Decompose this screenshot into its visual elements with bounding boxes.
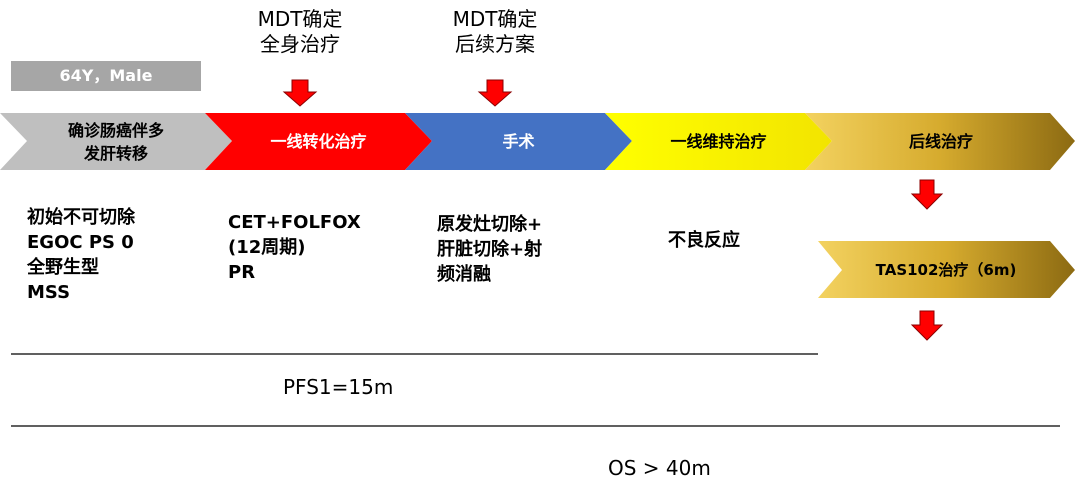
detail-first-line-conversion: CET+FOLFOX (12周期) PR	[228, 212, 361, 283]
step-chevron-later-line	[805, 113, 1075, 170]
os-label: OS > 40m	[608, 456, 711, 480]
step-label-diagnosis: 确诊肠癌伴多 发肝转移	[67, 121, 164, 163]
red-down-arrow-mdt2	[477, 79, 513, 107]
detail-diagnosis: 初始不可切除 EGOC PS 0 全野生型 MSS	[27, 207, 135, 303]
patient-badge: 64Y，Male	[11, 61, 201, 91]
step-chevron-diagnosis	[0, 113, 232, 170]
step-label-later-line: 后线治疗	[908, 132, 973, 151]
step-label-first-line-conversion: 一线转化治疗	[270, 132, 367, 151]
step-chevron-first-line-conversion	[205, 113, 432, 170]
detail-surgery: 原发灶切除+ 肝脏切除+射 频消融	[437, 214, 543, 285]
step-chevron-first-line-maintenance	[605, 113, 832, 170]
later-line-treatment-label: TAS102治疗（6m)	[875, 261, 1017, 279]
step-label-first-line-maintenance: 一线维持治疗	[670, 132, 767, 151]
red-down-arrow-later-2	[910, 310, 944, 341]
detail-maintenance: 不良反应	[668, 230, 740, 251]
red-down-arrow-later-1	[910, 179, 944, 210]
later-line-treatment-box	[818, 241, 1075, 298]
red-down-arrow-mdt1	[282, 79, 318, 107]
step-chevron-surgery	[405, 113, 632, 170]
pfs-label: PFS1=15m	[283, 375, 394, 399]
step-label-surgery: 手术	[502, 132, 535, 151]
mdt-note-systemic-therapy: MDT确定 全身治疗	[257, 7, 343, 56]
mdt-note-follow-up-plan: MDT确定 后续方案	[452, 7, 538, 56]
